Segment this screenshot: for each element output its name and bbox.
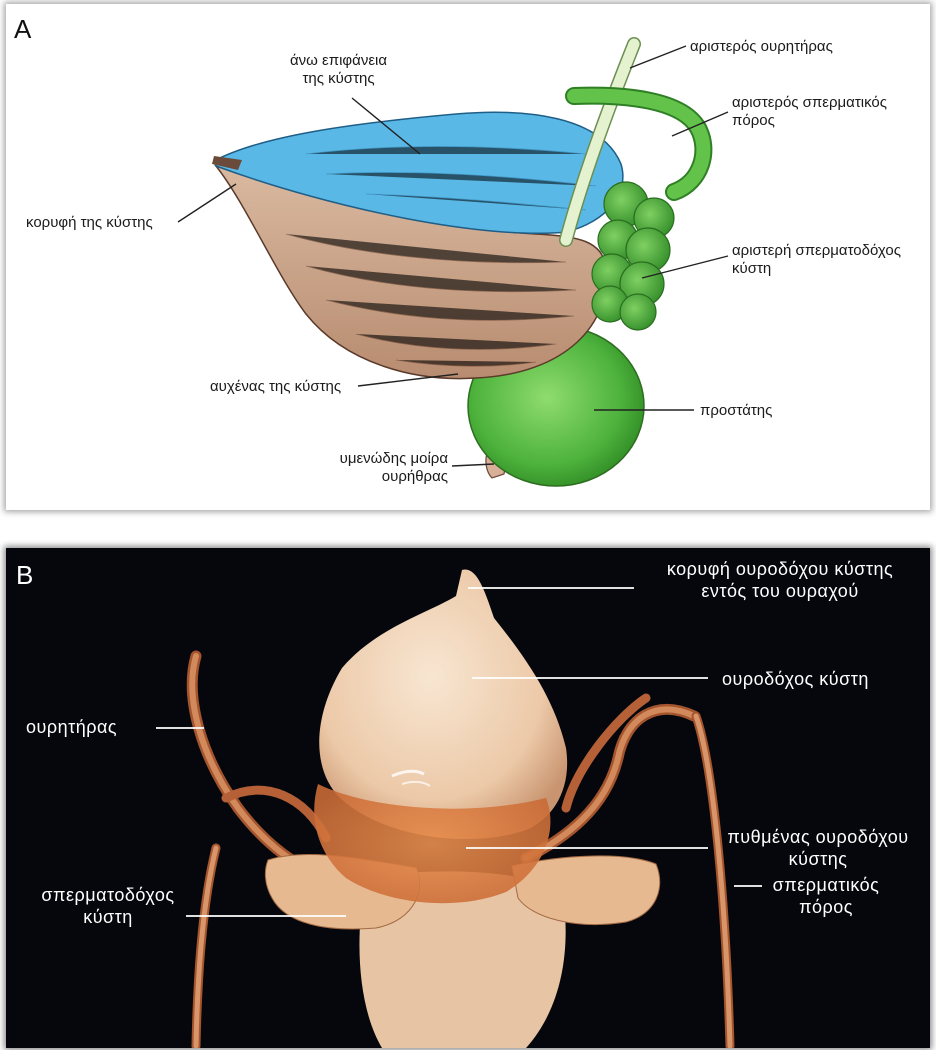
label-apex-urachus: κορυφή ουροδόχου κύστης εντός του ουραχο… [632, 558, 928, 602]
panel-b-photograph: B κορυφή ουροδόχου κύστης εντός του ουρα… [6, 548, 930, 1048]
label-bladder: ουροδόχος κύστη [722, 668, 869, 690]
right-vas-tube [696, 716, 730, 1046]
label-membranous-urethra: υμενώδης μοίρα ουρήθρας [288, 450, 448, 486]
label-neck: αυχένας της κύστης [210, 378, 341, 396]
panel-a-illustration: A [6, 4, 930, 510]
label-vas-deferens: σπερματικός πόρος [746, 874, 906, 918]
left-seminal-vesicle-shape [592, 182, 674, 330]
label-seminal-vesicle: σπερματοδόχος κύστη [14, 884, 202, 928]
label-left-seminal-vesicle: αριστερή σπερματοδόχος κύστη [732, 242, 901, 278]
label-ureter: ουρητήρας [26, 716, 117, 738]
label-left-vas-deferens: αριστερός σπερματικός πόρος [732, 94, 887, 130]
label-upper-surface: άνω επιφάνεια της κύστης [290, 52, 387, 88]
label-left-ureter: αριστερός ουρητήρας [690, 38, 833, 56]
label-fundus: πυθμένας ουροδόχου κύστης [706, 826, 930, 870]
specimen-photograph [6, 548, 930, 1048]
panel-b-letter: B [16, 562, 33, 588]
label-apex: κορυφή της κύστης [26, 214, 153, 232]
label-prostate: προστάτης [700, 402, 772, 420]
